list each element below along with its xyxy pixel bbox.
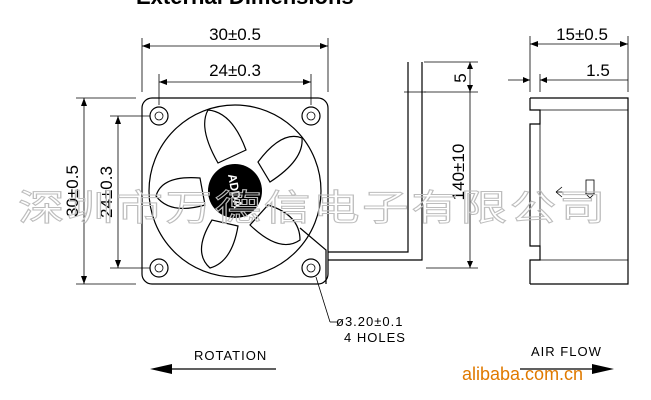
fan-venturi-circle	[148, 104, 322, 278]
mounting-hole-top-left	[149, 106, 169, 126]
dim-wire-length	[426, 92, 478, 269]
dim-hole-spacing-width	[158, 74, 312, 105]
mounting-hole-top-right-inner	[306, 111, 316, 121]
side-body-outline	[530, 97, 629, 285]
flange-thickness-label: 1.5	[586, 61, 610, 80]
dim-overall-depth	[529, 36, 629, 92]
mounting-holes	[149, 106, 321, 278]
front-view: ADDA 30±0.5 24±0.3 30±0.5	[63, 25, 406, 374]
airflow-label: AIR FLOW	[531, 344, 602, 359]
site-watermark: alibaba.com.cn	[462, 364, 583, 384]
hole-spacing-height-label: 24±0.3	[97, 166, 116, 218]
airflow-arrow-icon	[520, 364, 614, 374]
fan-blade-2	[257, 135, 303, 183]
side-airflow-arrow-icon	[555, 179, 595, 199]
fan-hub	[208, 164, 262, 218]
overall-depth-label: 15±0.5	[556, 25, 608, 44]
mounting-hole-bottom-left	[149, 258, 169, 278]
dim-wire-offset	[424, 61, 478, 93]
fan-blade-1	[204, 109, 247, 164]
dim-flange-thickness	[508, 74, 628, 92]
company-watermark: 深圳市万德信电子有限公司	[18, 188, 608, 229]
hole-spacing-width-label: 24±0.3	[209, 61, 261, 80]
hub-logo-text: ADDA	[225, 173, 245, 210]
side-view: 15±0.5 1.5 AIR FLOW	[508, 25, 629, 374]
rotation-arrow-icon	[150, 364, 276, 374]
side-flange-profile	[529, 98, 541, 284]
mounting-hole-bottom-left-inner	[154, 263, 164, 273]
fan-frame-outline	[141, 97, 329, 285]
wire-length-label: 140±10	[449, 144, 468, 201]
overall-height-label: 30±0.5	[63, 165, 82, 217]
fan-blade-3	[249, 204, 301, 246]
fan-blade-4	[200, 219, 239, 269]
fan-blades	[155, 109, 303, 269]
mounting-hole-top-right	[301, 106, 321, 126]
wire-lead-1	[328, 62, 409, 253]
hole-count-note: 4 HOLES	[344, 330, 406, 345]
overall-width-label: 30±0.5	[209, 25, 261, 44]
dim-overall-width	[141, 38, 329, 92]
dim-hole-spacing-height	[110, 115, 150, 269]
hole-note-leader	[315, 276, 338, 323]
drawing-title: External Dimensions	[136, 0, 354, 9]
wire-channel	[299, 227, 327, 284]
rotation-label: ROTATION	[194, 348, 267, 363]
fan-blade-5	[155, 177, 206, 210]
mounting-hole-top-left-inner	[154, 111, 164, 121]
wire-lead-2	[328, 62, 423, 261]
wire-leads	[328, 62, 426, 261]
mounting-hole-bottom-right	[301, 258, 321, 278]
dim-overall-height	[76, 97, 136, 285]
hole-diameter-note: ø3.20±0.1	[336, 314, 403, 329]
wire-offset-label: 5	[451, 73, 470, 82]
mounting-hole-bottom-right-inner	[306, 263, 316, 273]
